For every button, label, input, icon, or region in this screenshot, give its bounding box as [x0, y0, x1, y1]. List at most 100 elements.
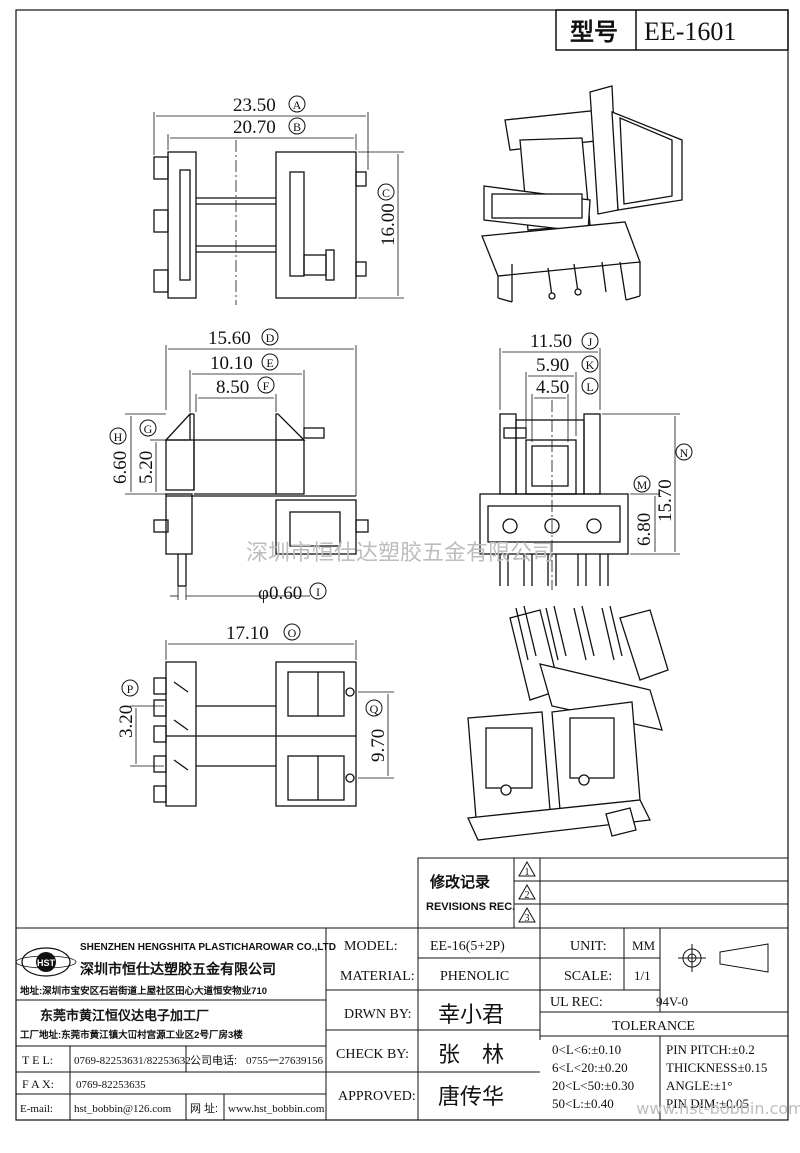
tel-value: 0769-82253631/82253632	[74, 1055, 191, 1067]
dim-j-letter: J	[588, 335, 593, 349]
model-value: EE-16(5+2P)	[430, 939, 505, 954]
drawn-label: DRWN BY:	[344, 1007, 412, 1022]
revision-mark-3: 3	[525, 913, 530, 924]
model-title-block: 型号 EE-1601	[555, 9, 789, 51]
side-view	[153, 412, 369, 587]
dim-h-value: 6.60	[110, 451, 131, 484]
iso-view-top	[481, 85, 683, 303]
dim-h-marker	[109, 427, 127, 445]
pin-pitch: PIN PITCH:±0.2	[666, 1042, 755, 1057]
dim-n-value: 15.70	[655, 479, 676, 522]
fax-value: 0769-82253635	[76, 1079, 146, 1091]
dim-m-letter: M	[637, 478, 648, 492]
dim-a-value: 23.50	[233, 95, 276, 116]
angle: ANGLE:±1°	[666, 1078, 733, 1093]
dim-p-letter: P	[127, 682, 134, 696]
tolerance-label: TOLERANCE	[612, 1019, 695, 1034]
dim-o-marker	[283, 623, 301, 641]
company-logo: HST	[15, 947, 77, 977]
dim-l-marker	[581, 377, 599, 395]
dim-a-letter: A	[293, 98, 302, 112]
dim-d-letter: D	[266, 331, 275, 345]
dim-m-value: 6.80	[634, 513, 655, 546]
dim-p-value: 3.20	[116, 705, 137, 738]
dim-o-letter: O	[288, 626, 297, 640]
dim-j-marker	[581, 332, 599, 350]
dim-q-letter: Q	[370, 702, 379, 716]
dim-d-marker	[261, 328, 279, 346]
dim-k-marker	[581, 355, 599, 373]
dim-d-value: 15.60	[208, 328, 251, 349]
dim-h2-value: 5.20	[136, 451, 157, 484]
dim-n-letter: N	[680, 446, 689, 460]
dim-f-letter: F	[263, 379, 270, 393]
tolerance-3: 20<L<50:±0.30	[552, 1078, 634, 1093]
dim-o-value: 17.10	[226, 623, 269, 644]
dim-e-letter: E	[266, 356, 273, 370]
tolerance-4: 50<L:±0.40	[552, 1096, 614, 1111]
company-tel-label: 公司电话:	[190, 1054, 237, 1067]
dim-l-value: 4.50	[536, 377, 569, 398]
bottom-view-dims	[130, 640, 394, 779]
web-value: www.hst_bobbin.com	[228, 1103, 325, 1115]
dim-f-value: 8.50	[216, 377, 249, 398]
company-name-cn: 深圳市恒仕达塑胶五金有限公司	[80, 961, 276, 977]
revisions-block	[417, 857, 789, 929]
dim-c-letter: C	[382, 186, 390, 200]
tolerance-2: 6<L<20:±0.20	[552, 1060, 628, 1075]
pin-dim: PIN DIM:±0.05	[666, 1096, 749, 1111]
revisions-label-en: REVISIONS REC.	[426, 901, 515, 913]
dim-n-marker	[675, 443, 693, 461]
side-view-dims	[125, 345, 357, 600]
front-view-dims	[153, 112, 404, 299]
revision-mark-1: 1	[525, 867, 530, 878]
dim-i-marker	[309, 582, 327, 600]
model-label: 型号	[570, 19, 618, 46]
dim-f-marker	[257, 376, 275, 394]
watermark-bottom: www.hst-bobbin.com	[636, 1099, 800, 1118]
model-label-cell: MODEL:	[344, 939, 398, 954]
title-table-grid	[15, 927, 789, 1121]
dim-j-value: 11.50	[530, 331, 572, 352]
check-value: 张 林	[438, 1042, 504, 1067]
dim-i-value: φ0.60	[258, 583, 302, 604]
end-view-dims	[499, 348, 680, 555]
scale-label: SCALE:	[564, 969, 612, 984]
dim-g-marker	[139, 419, 157, 437]
revision-mark-2: 2	[525, 890, 530, 901]
bottom-view	[153, 661, 357, 807]
dim-q-marker	[365, 699, 383, 717]
model-code: EE-1601	[644, 17, 736, 46]
dim-c-value: 16.00	[378, 203, 399, 246]
email-value: hst_bobbin@126.com	[74, 1103, 172, 1115]
logo-text: HST	[37, 958, 56, 968]
tolerance-1: 0<L<6:±0.10	[552, 1042, 621, 1057]
dim-q-value: 9.70	[368, 729, 389, 762]
material-value: PHENOLIC	[440, 969, 509, 984]
front-view	[153, 140, 367, 305]
email-label: E-mail:	[20, 1103, 53, 1115]
dim-k-letter: K	[586, 358, 595, 372]
scale-value: 1/1	[634, 968, 651, 983]
dim-m-marker	[633, 475, 651, 493]
dim-i-letter: I	[316, 585, 320, 599]
dim-c-marker	[377, 183, 395, 201]
dim-p-marker	[121, 679, 139, 697]
end-view	[479, 400, 629, 590]
unit-value: MM	[632, 938, 656, 953]
dim-g-letter: G	[144, 422, 153, 436]
check-label: CHECK BY:	[336, 1047, 409, 1062]
dim-h-letter: H	[114, 430, 123, 444]
dim-a-marker	[288, 95, 306, 113]
ul-value: 94V-0	[656, 994, 688, 1009]
thickness: THICKNESS±0.15	[666, 1060, 767, 1075]
factory-name: 东莞市黄江恒仪达电子加工厂	[40, 1008, 209, 1023]
watermark-center: 深圳市恒仕达塑胶五金有限公司	[246, 541, 554, 566]
dim-b-marker	[288, 117, 306, 135]
company-tel-value: 0755一27639156	[246, 1055, 323, 1067]
material-label: MATERIAL:	[340, 969, 415, 984]
web-label: 网 址:	[190, 1101, 218, 1115]
dim-e-value: 10.10	[210, 353, 253, 374]
projection-symbol-icon	[678, 943, 769, 973]
